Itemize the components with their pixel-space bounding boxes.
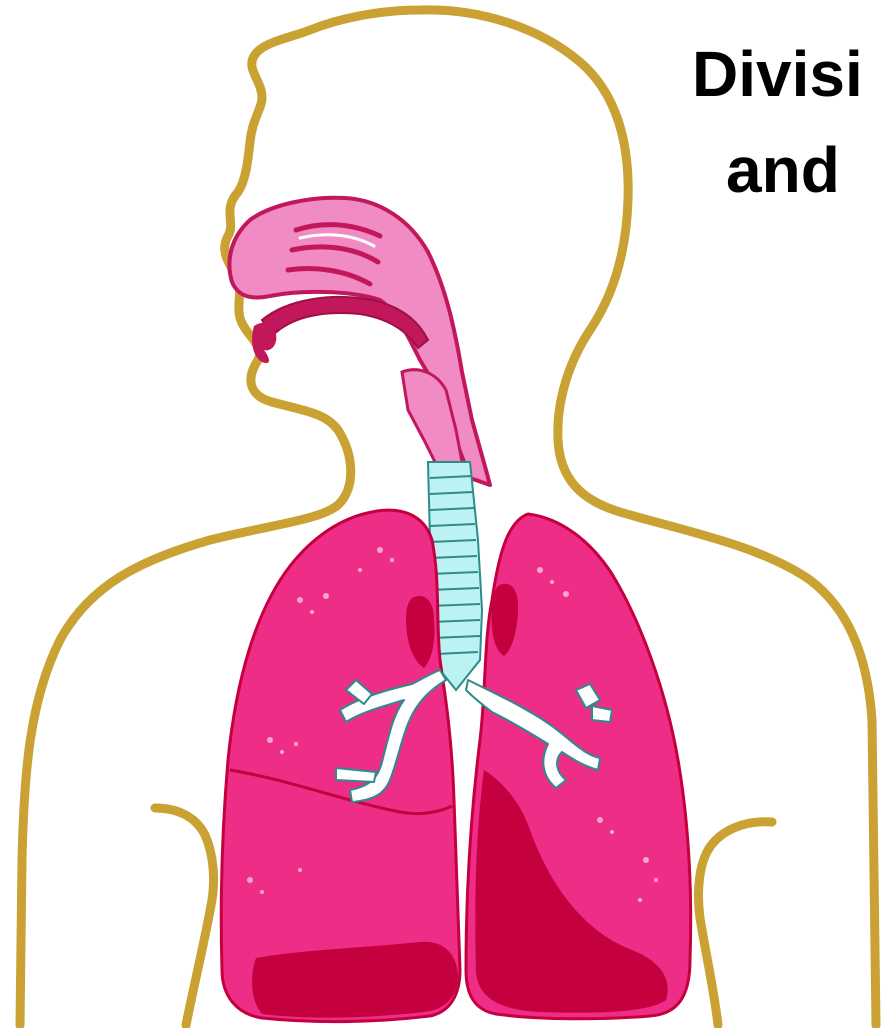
right-arm-outline — [699, 822, 772, 1025]
title-line-2: and — [726, 138, 840, 202]
left-arm-outline — [155, 808, 214, 1025]
title-line-1: Divisi — [692, 42, 863, 106]
